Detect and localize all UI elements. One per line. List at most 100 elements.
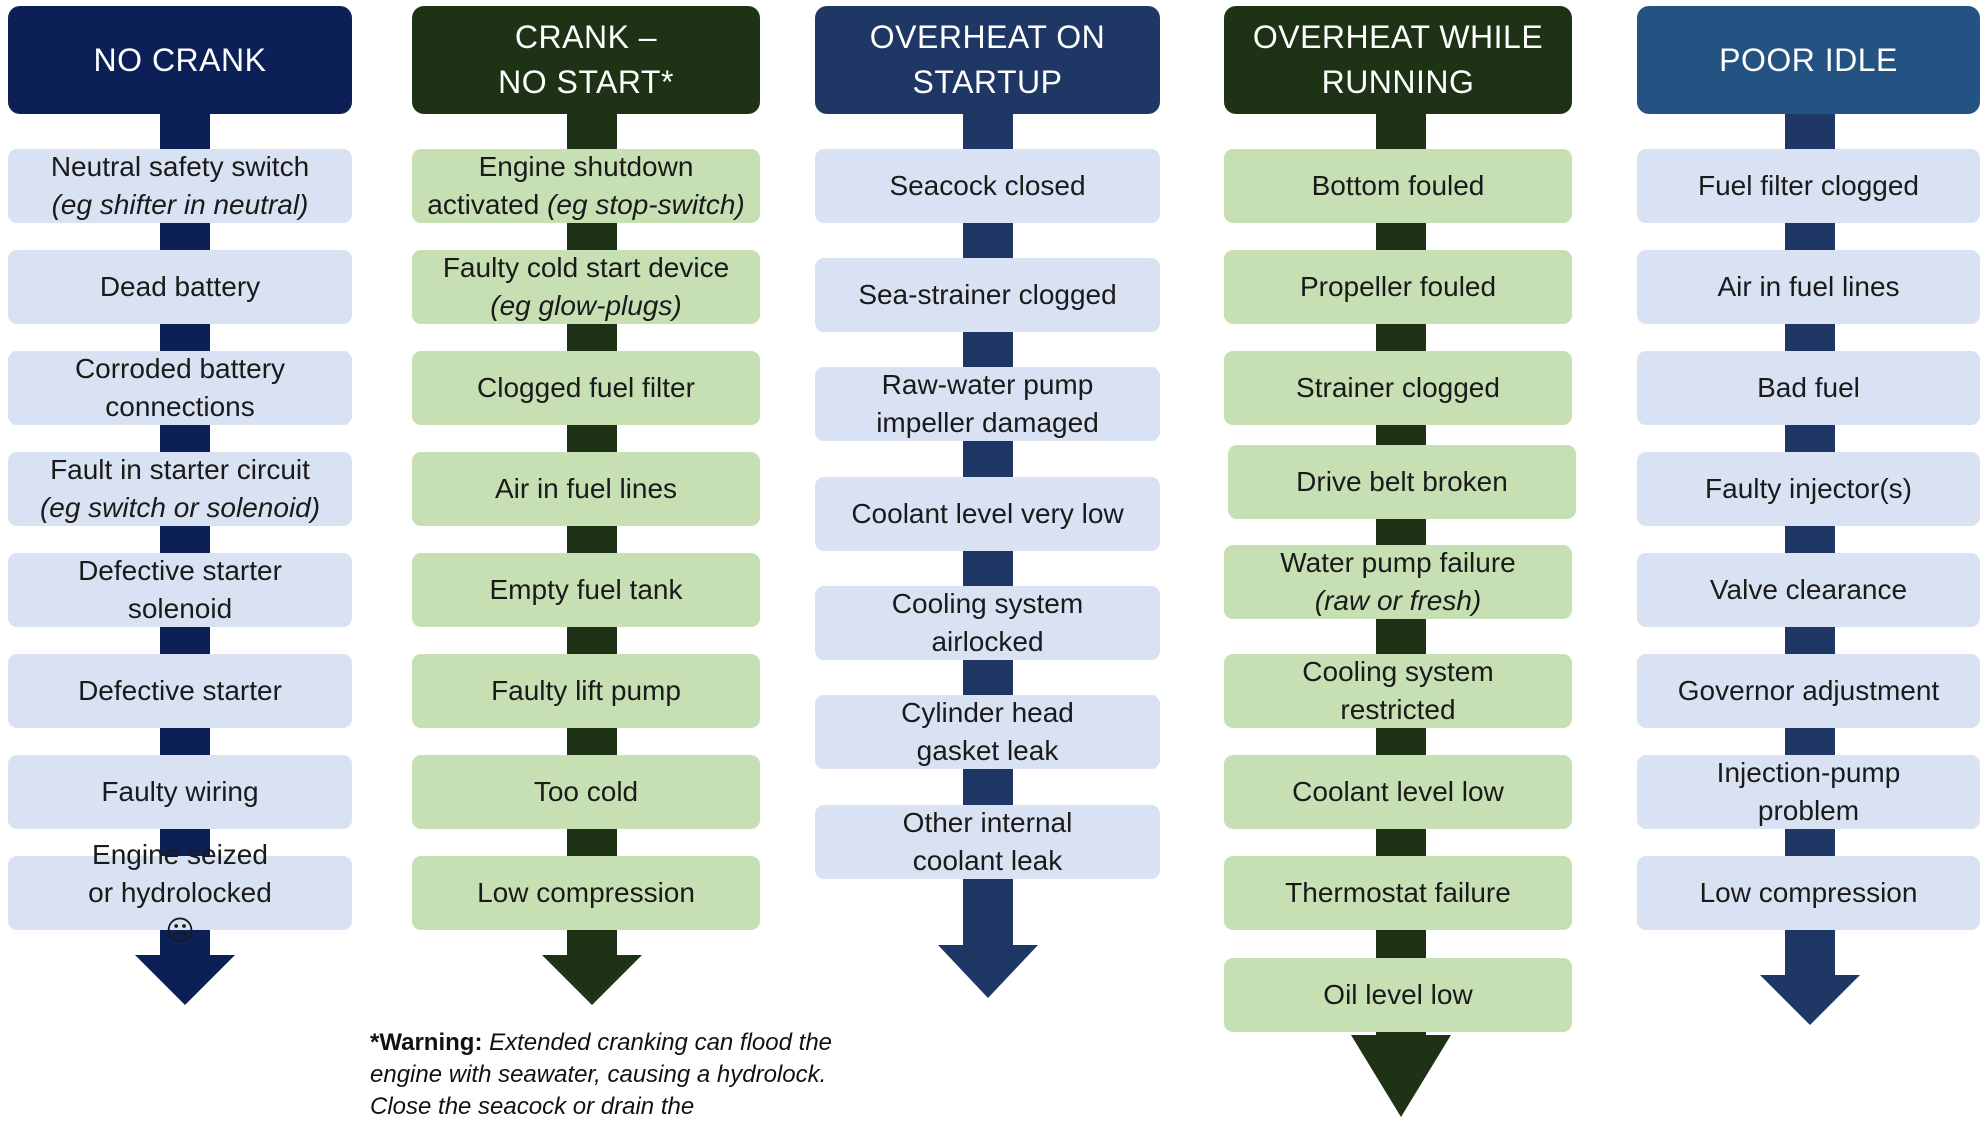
cause-text: Bottom fouled [1311,170,1485,201]
cause-subtext: (eg switch or solenoid) [39,492,321,523]
cause-box: Faulty injector(s) [1637,452,1980,526]
cause-text: Defective starter solenoid [78,555,282,624]
cause-box: Oil level low [1224,958,1572,1032]
cause-text: Governor adjustment [1677,675,1940,706]
column-poor-idle: POOR IDLE Fuel filter clogged Air in fue… [1637,0,1980,1117]
cause-box: Sea-strainer clogged [815,258,1160,332]
column-header: POOR IDLE [1637,6,1980,114]
cause-text: Engine seized or hydrolocked ☹ [88,839,272,946]
column-header: OVERHEAT WHILE RUNNING [1224,6,1572,114]
cause-box: Coolant level low [1224,755,1572,829]
cause-box: Valve clearance [1637,553,1980,627]
cause-text: Seacock closed [889,170,1086,201]
cause-text: Thermostat failure [1285,877,1511,908]
cause-text: Drive belt broken [1296,466,1508,497]
cause-text: Engine shutdown [478,151,694,182]
cause-text: Dead battery [99,271,261,302]
header-line: NO START* [498,64,674,100]
cause-box: Cylinder head gasket leak [815,695,1160,769]
cause-text: Raw-water pump impeller damaged [876,369,1099,438]
header-line: RUNNING [1321,64,1475,100]
cause-subtext: (eg shifter in neutral) [51,189,309,220]
cause-box: Fuel filter clogged [1637,149,1980,223]
flow-arrow-head [938,945,1038,998]
cause-text: Injection-pump problem [1716,757,1901,826]
cause-text: Cooling system airlocked [891,588,1084,657]
cause-box: Cooling system airlocked [815,586,1160,660]
header-line: NO CRANK [93,41,267,78]
column-overheat-while-running: OVERHEAT WHILE RUNNING Bottom fouled Pro… [1224,0,1576,1117]
cause-text: Empty fuel tank [489,574,683,605]
cause-text: Valve clearance [1709,574,1908,605]
cause-box: Water pump failure (raw or fresh) [1224,545,1572,619]
cause-box: Faulty cold start device (eg glow-plugs) [412,250,760,324]
flow-arrow-head [1760,975,1860,1025]
cause-text: Oil level low [1323,979,1473,1010]
cause-box: Faulty wiring [8,755,352,829]
cause-text: Fuel filter clogged [1697,170,1919,201]
cause-box: Dead battery [8,250,352,324]
header-line: STARTUP [912,64,1063,100]
cause-box: Too cold [412,755,760,829]
cause-box: Cooling system restricted [1224,654,1572,728]
cause-text: Cooling system restricted [1302,656,1494,725]
cause-text: Defective starter [78,675,282,706]
cause-text-line2: activated (eg stop-switch) [427,186,744,224]
header-line: OVERHEAT WHILE [1252,19,1544,55]
cause-box: Bottom fouled [1224,149,1572,223]
cause-text: Faulty lift pump [491,675,681,706]
flow-arrow-head [135,955,235,1005]
cause-box: Low compression [1637,856,1980,930]
cause-box: Bad fuel [1637,351,1980,425]
cause-box: Defective starter [8,654,352,728]
cause-box: Clogged fuel filter [412,351,760,425]
cause-text: activated [427,189,548,220]
column-crank-no-start: CRANK – NO START* Engine shutdown activa… [412,0,760,1117]
cause-text: Water pump failure [1280,547,1516,578]
cause-box: Injection-pump problem [1637,755,1980,829]
cause-box: Raw-water pump impeller damaged [815,367,1160,441]
cause-text: Corroded battery connections [74,353,286,422]
cause-box: Corroded battery connections [8,351,352,425]
cause-box: Fault in starter circuit (eg switch or s… [8,452,352,526]
cause-text: Air in fuel lines [494,473,678,504]
cause-box: Air in fuel lines [1637,250,1980,324]
flow-arrow-head [1351,1035,1451,1117]
cause-text: Neutral safety switch [50,151,310,182]
cause-subtext: (eg stop-switch) [547,189,745,220]
cause-box: Seacock closed [815,149,1160,223]
cause-text: Other internal coolant leak [902,807,1073,876]
cause-text: Clogged fuel filter [477,372,695,403]
cause-box: Engine shutdown activated (eg stop-switc… [412,149,760,223]
cause-box: Coolant level very low [815,477,1160,551]
cause-text: Low compression [477,877,695,908]
header-line: OVERHEAT ON [869,19,1106,55]
cause-box: Neutral safety switch (eg shifter in neu… [8,149,352,223]
header-line: POOR IDLE [1719,41,1898,78]
column-header: CRANK – NO START* [412,6,760,114]
cause-text: Air in fuel lines [1717,271,1900,302]
column-overheat-on-startup: OVERHEAT ON STARTUP Seacock closed Sea-s… [815,0,1160,1117]
warning-text: Extended cranking can flood the engine w… [370,1029,833,1120]
cause-text: Fault in starter circuit [50,454,310,485]
warning-label: *Warning: [370,1029,483,1056]
cause-text: Faulty wiring [101,776,259,807]
flow-arrow-head [542,955,642,1005]
cause-text: Propeller fouled [1299,271,1497,302]
cause-text: Bad fuel [1757,372,1860,403]
cause-box: Other internal coolant leak [815,805,1160,879]
cause-box: Engine seized or hydrolocked ☹ [8,839,352,946]
cause-box: Drive belt broken [1228,445,1576,519]
cause-text: Coolant level low [1292,776,1504,807]
cause-subtext: (eg glow-plugs) [490,290,682,321]
cause-text: Cylinder head gasket leak [901,697,1074,766]
cause-text: Coolant level very low [851,498,1124,529]
cause-subtext: (raw or fresh) [1314,585,1482,616]
cause-text: Strainer clogged [1296,372,1500,403]
column-header: OVERHEAT ON STARTUP [815,6,1160,114]
cause-text: Faulty cold start device [442,252,730,283]
cause-text: Too cold [533,776,639,807]
cause-box: Governor adjustment [1637,654,1980,728]
cause-box: Strainer clogged [1224,351,1572,425]
warning-note: *Warning: Extended cranking can flood th… [370,1027,840,1123]
